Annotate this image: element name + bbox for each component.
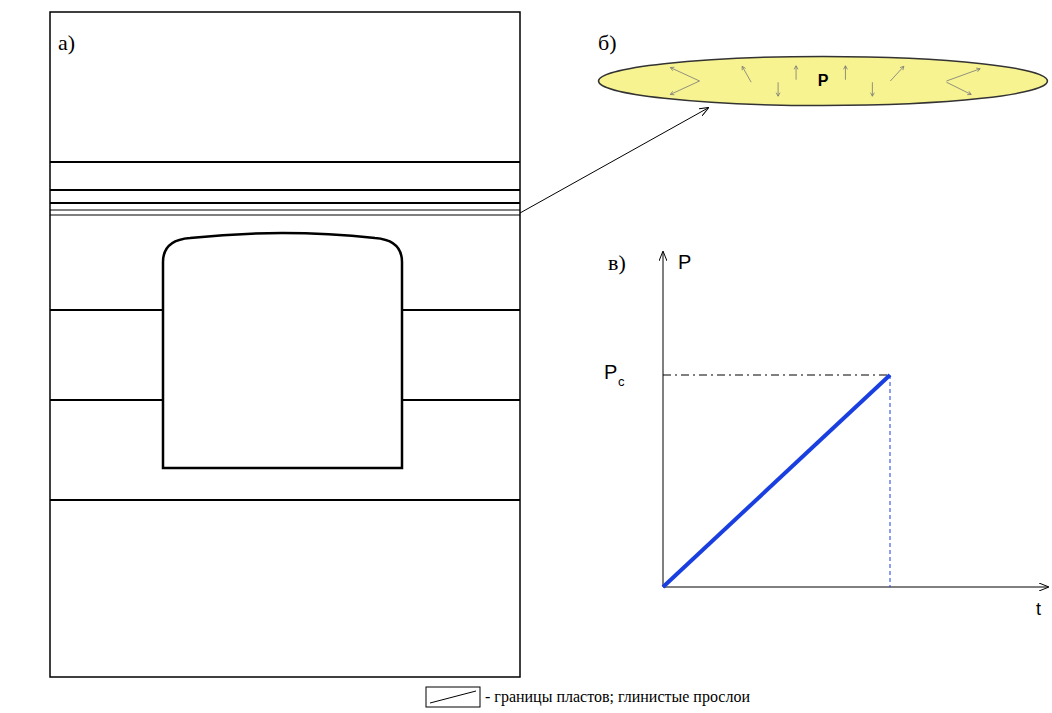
panel-label: t [1036, 600, 1041, 618]
pressure-line [663, 375, 890, 587]
time-dash-line [890, 375, 891, 587]
layer-boundaries [50, 162, 520, 500]
panel-label: P [678, 252, 691, 272]
legend-row: - границы пластов; глинистые прослои [425, 686, 750, 708]
cavern-outline [163, 233, 402, 468]
section-frame [50, 12, 520, 677]
x-axis [663, 587, 1048, 588]
leader-arrow [520, 108, 708, 213]
panel-label: в) [608, 252, 626, 274]
panel-label: б) [598, 32, 617, 54]
panel-label: c [618, 375, 625, 388]
pressure-lens: P [597, 55, 1049, 107]
node-text: P [818, 72, 829, 90]
legend-swatch [425, 686, 481, 708]
y-axis [663, 252, 664, 587]
panel-label: P [604, 362, 617, 382]
legend-text: - границы пластов; глинистые прослои [485, 688, 750, 706]
pc-dash-line [663, 375, 890, 376]
panel-label: а) [58, 32, 75, 54]
